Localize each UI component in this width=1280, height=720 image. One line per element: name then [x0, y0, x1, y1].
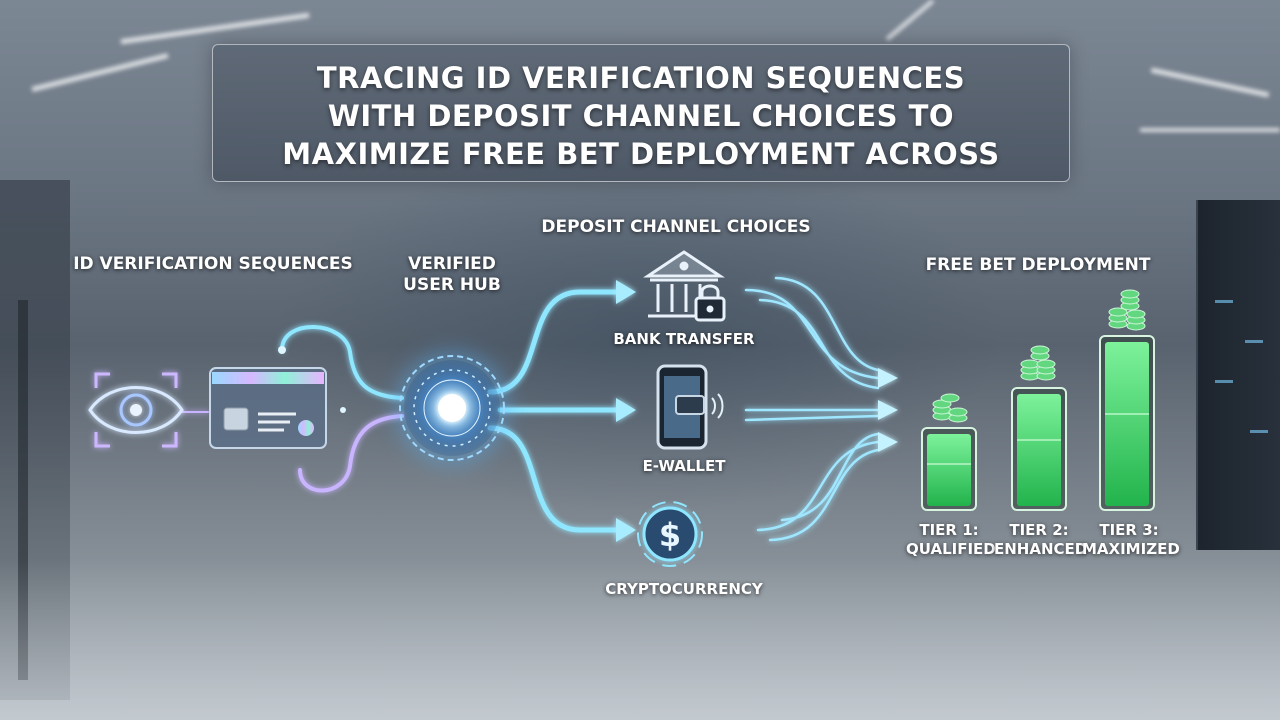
deployment-arrowheads — [878, 368, 898, 452]
id-card-icon — [209, 367, 327, 449]
loop-node — [340, 407, 346, 413]
door-handle — [18, 300, 28, 680]
glass-wall — [0, 180, 70, 700]
loop-node — [278, 346, 286, 354]
hub-label-line-2: USER HUB — [403, 275, 501, 295]
title-panel: TRACING ID VERIFICATION SEQUENCES WITH D… — [212, 44, 1070, 182]
tier-2-bar — [1011, 387, 1067, 511]
deposit-channels-label: DEPOSIT CHANNEL CHOICES — [541, 217, 811, 237]
title-line-3: MAXIMIZE FREE BET DEPLOYMENT ACROSS — [282, 137, 1000, 171]
title-line-2: WITH DEPOSIT CHANNEL CHOICES TO — [327, 99, 955, 133]
cryptocurrency-label: CRYPTOCURRENCY — [605, 580, 763, 598]
coin-stack-icon — [932, 393, 968, 423]
channel-arrowheads — [616, 280, 636, 542]
server-rack — [1196, 200, 1280, 550]
title-line-1: TRACING ID VERIFICATION SEQUENCES — [316, 61, 966, 95]
tier-2-label-line-1: TIER 2: — [1009, 521, 1069, 539]
phone-wallet-icon — [656, 364, 724, 450]
bank-lock-icon — [643, 250, 726, 322]
e-wallet-label: E-WALLET — [642, 457, 726, 475]
hub-label-line-1: VERIFIED — [408, 254, 496, 274]
tier-3-bar — [1099, 335, 1155, 511]
eye-scan-icon — [88, 372, 184, 448]
tier-2-label-line-2: ENHANCED — [994, 540, 1088, 558]
ceiling-light — [1140, 128, 1280, 132]
dollar-coin-icon: $ — [637, 501, 703, 567]
tier-3-label-line-1: TIER 3: — [1099, 521, 1159, 539]
free-bet-label: FREE BET DEPLOYMENT — [925, 255, 1151, 275]
deployment-flows — [744, 276, 880, 542]
tier-1-label-line-1: TIER 1: — [919, 521, 979, 539]
server-light — [1245, 340, 1263, 343]
server-light — [1250, 430, 1268, 433]
id-verification-label: ID VERIFICATION SEQUENCES — [73, 254, 353, 274]
server-light — [1215, 300, 1233, 303]
channel-flows — [487, 289, 621, 533]
tier-3-label-line-2: MAXIMIZED — [1082, 540, 1180, 558]
coin-stack-icon — [1108, 289, 1146, 331]
tier-1-label-line-2: QUALIFIED — [906, 540, 996, 558]
bank-transfer-label: BANK TRANSFER — [613, 330, 755, 348]
tier-1-bar — [921, 427, 977, 511]
svg-text:$: $ — [659, 516, 681, 554]
verified-user-hub — [394, 350, 510, 466]
coin-stack-icon — [1020, 345, 1056, 381]
floor-glare — [0, 560, 1280, 720]
verification-loop — [179, 325, 404, 493]
server-light — [1215, 380, 1233, 383]
